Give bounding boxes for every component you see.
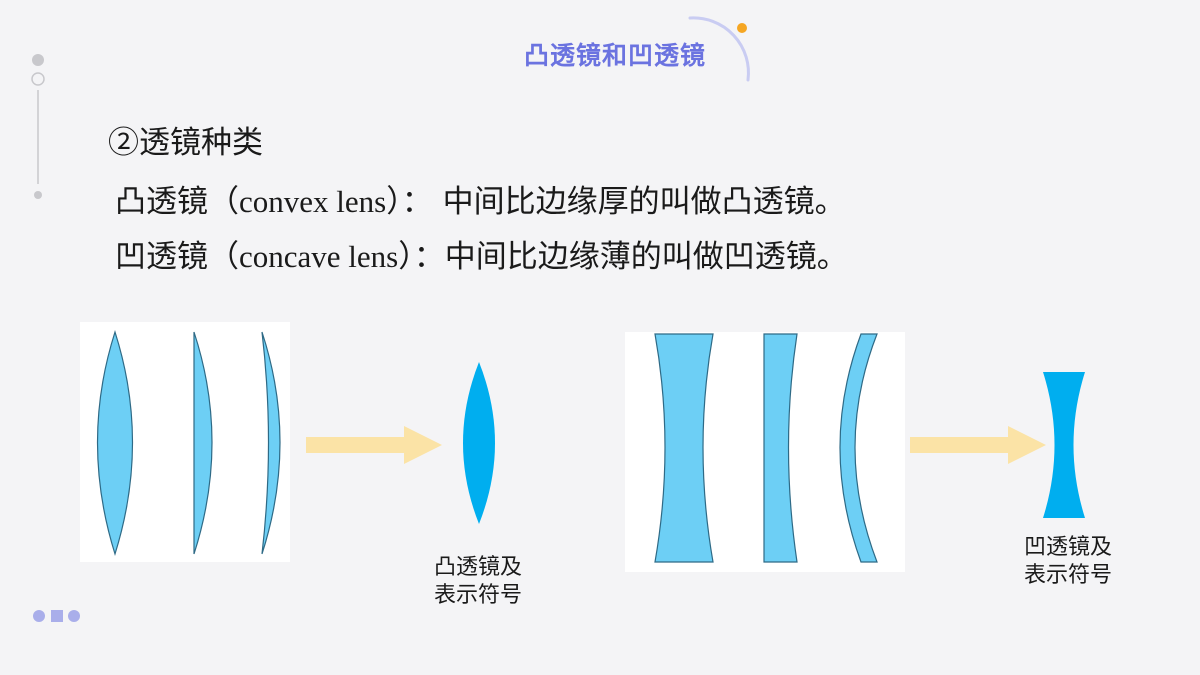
- concave-caption-line2: 表示符号: [1023, 563, 1112, 588]
- convex-lens-panel: [80, 322, 290, 562]
- convex-name: 凸透镜: [115, 184, 208, 220]
- concave-close-paren: ）：: [398, 239, 445, 275]
- concave-definition: 凹透镜（concave lens）：中间比边缘薄的叫做凹透镜。: [115, 231, 848, 276]
- meniscus-concave-lens: [839, 333, 878, 563]
- convex-english: convex lens: [239, 184, 387, 219]
- biconcave-lens: [654, 333, 714, 563]
- page-title: 凸透镜和凹透镜: [523, 41, 706, 70]
- convex-definition: 凸透镜（convex lens）： 中间比边缘厚的叫做凸透镜。: [115, 176, 846, 221]
- convex-caption-line2: 表示符号: [433, 583, 522, 608]
- concave-text: 中间比边缘薄的叫做凹透镜。: [444, 239, 848, 275]
- meniscus-convex-lens: [261, 331, 281, 555]
- convex-close-paren: ）：: [386, 184, 433, 220]
- concave-open-paren: （: [208, 239, 239, 275]
- plano-concave-lens: [763, 333, 798, 563]
- concave-lens-panel: [625, 332, 905, 572]
- concave-caption-line1: 凹透镜及: [1023, 535, 1112, 560]
- plano-convex-lens: [193, 331, 213, 555]
- arrow-right-icon: [910, 426, 1046, 464]
- concave-english: concave lens: [239, 239, 399, 274]
- convex-caption: 凸透镜及 表示符号: [418, 554, 538, 610]
- concave-name: 凹透镜: [115, 239, 208, 275]
- convex-text: 中间比边缘厚的叫做凸透镜。: [432, 184, 846, 220]
- biconvex-lens: [96, 330, 134, 557]
- title-arc-decoration: [688, 16, 750, 82]
- convex-lens-symbol: [463, 362, 495, 524]
- section-heading: ②透镜种类: [108, 125, 263, 161]
- concave-lens-symbol: [1043, 372, 1085, 518]
- concave-caption: 凹透镜及 表示符号: [1008, 534, 1128, 590]
- convex-open-paren: （: [208, 184, 239, 220]
- arrow-right-icon: [306, 426, 442, 464]
- side-rail-decoration: [31, 54, 45, 199]
- accent-dot: [737, 23, 747, 33]
- convex-caption-line1: 凸透镜及: [433, 555, 522, 580]
- bottom-dots-decoration: [33, 610, 80, 622]
